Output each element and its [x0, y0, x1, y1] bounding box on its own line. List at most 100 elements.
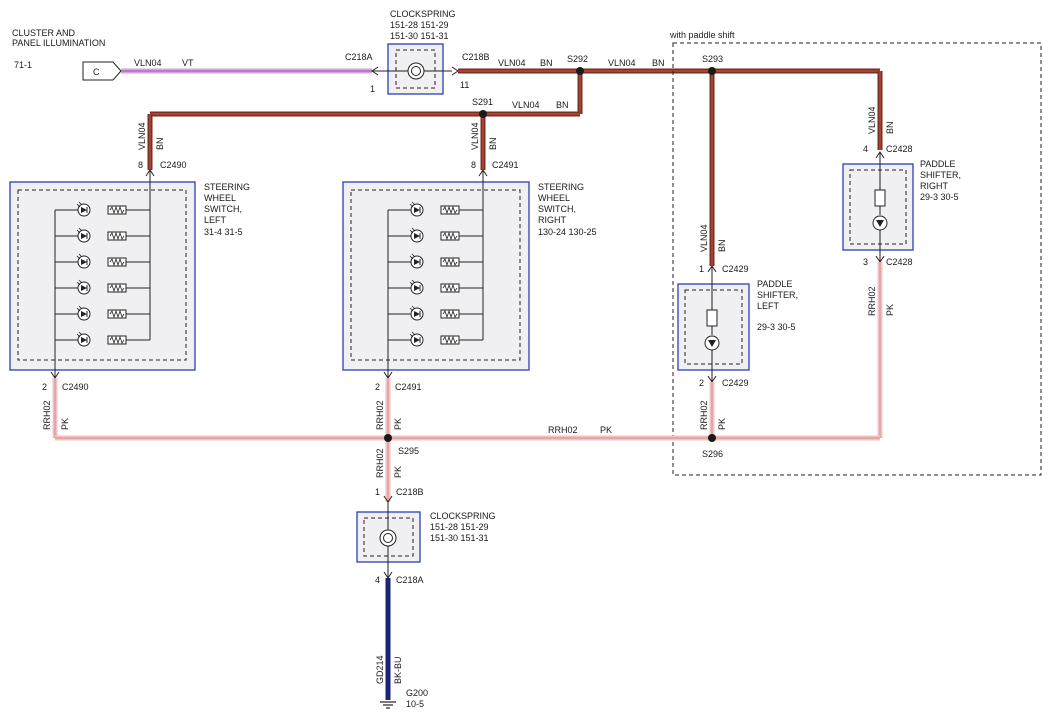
wire-label-circuit: RRH02: [375, 400, 385, 430]
wire-label-circuit: VLN04: [137, 122, 147, 150]
switch-right-title2: WHEEL: [538, 193, 570, 203]
paddle-shift-option-boundary: [672, 42, 1042, 476]
wire-label-circuit: RRH02: [375, 448, 385, 478]
clockspring-bottom-pin-out: 4: [375, 575, 380, 585]
cluster-ref: 71-1: [14, 60, 32, 70]
splice-s295-label: S295: [398, 446, 419, 456]
clockspring-bottom-refs1: 151-28 151-29: [430, 522, 489, 532]
clockspring-top-pin-b: 11: [460, 80, 469, 90]
splice-s292-label: S292: [567, 54, 588, 64]
wire-label-circuit: VLN04: [699, 224, 709, 252]
wire-label-color: BN: [540, 58, 553, 68]
splice-s293-label: S293: [702, 54, 723, 64]
splice-s293: [708, 67, 716, 75]
wire-label-circuit: RRH02: [42, 400, 52, 430]
wire-vln04-vt-color: VT: [182, 58, 194, 68]
wire-label-circuit: RRH02: [699, 400, 709, 430]
wire-label-circuit: VLN04: [867, 106, 877, 134]
switch-right-title3: SWITCH,: [538, 204, 576, 214]
steering-wheel-switch-left: 8 C2490 STEERING WHEEL SWITCH, LEFT 31-4…: [9, 160, 250, 392]
splice-s295: [384, 434, 392, 442]
switch-right-title1: STEERING: [538, 182, 584, 192]
ground-icon: [380, 701, 396, 709]
wire-label-color: BN: [885, 121, 895, 134]
wire-label-color: BN: [488, 137, 498, 150]
clockspring-bottom-conn-out: C218A: [396, 575, 424, 585]
paddle-left-title2: SHIFTER,: [757, 290, 798, 300]
resistor-icon: [874, 189, 886, 207]
wire-label-circuit: GD214: [375, 655, 385, 684]
clockspring-top: CLOCKSPRING 151-28 151-29 151-30 151-31 …: [345, 9, 490, 95]
switch-left-title2: WHEEL: [204, 193, 236, 203]
paddle-right-title2: SHIFTER,: [920, 170, 961, 180]
switch-left-title4: LEFT: [204, 215, 227, 225]
switch-left-pin-bottom: 2: [42, 382, 47, 392]
cluster-title-line1: CLUSTER AND: [12, 28, 76, 38]
paddle-left-conn-top: C2429: [722, 264, 749, 274]
connector-arrow-icon: [451, 66, 459, 76]
paddle-right-title1: PADDLE: [920, 159, 955, 169]
paddle-left-box: [677, 283, 750, 371]
switch-right-pin-bottom: 2: [375, 382, 380, 392]
paddle-right-conn-top: C2428: [886, 144, 913, 154]
splice-s291-label: S291: [472, 97, 493, 107]
clockspring-bottom-title: CLOCKSPRING: [430, 511, 496, 521]
wire-label-color: PK: [717, 418, 727, 430]
splice-s296: [708, 434, 716, 442]
switch-right-box: [342, 181, 530, 371]
clockspring-top-coil-icon: [407, 62, 425, 80]
wire-vln04-vt-circuit: VLN04: [134, 58, 162, 68]
clockspring-top-conn-b: C218B: [462, 52, 490, 62]
paddle-left-pin-bottom: 2: [699, 378, 704, 388]
wire-label-color: PK: [600, 425, 612, 435]
paddle-right-title3: RIGHT: [920, 181, 949, 191]
paddle-left-title1: PADDLE: [757, 279, 792, 289]
clockspring-top-conn-a: C218A: [345, 52, 373, 62]
splice-s291: [479, 110, 487, 118]
switch-left-pin-top: 8: [138, 160, 143, 170]
wire-label-circuit: VLN04: [470, 122, 480, 150]
connector-c-letter: C: [93, 67, 100, 77]
wire-label-color: BK-BU: [393, 656, 403, 684]
switch-left-refs: 31-4 31-5: [204, 227, 243, 237]
switch-right-title4: RIGHT: [538, 215, 567, 225]
wire-label-color: PK: [885, 304, 895, 316]
wire-label-color: BN: [155, 137, 165, 150]
switch-right-conn-top: C2491: [492, 160, 519, 170]
clockspring-bottom-coil-icon: [379, 529, 397, 547]
wire-label-circuit: RRH02: [548, 425, 578, 435]
splice-s296-label: S296: [702, 449, 723, 459]
ground-label: G200: [406, 688, 428, 698]
clockspring-bottom-refs2: 151-30 151-31: [430, 533, 489, 543]
wire-label-color: PK: [393, 418, 403, 430]
paddle-left-pin-top: 1: [699, 264, 704, 274]
splice-s292: [576, 67, 584, 75]
paddle-right-box: [842, 163, 914, 251]
paddle-left-title3: LEFT: [757, 301, 780, 311]
cluster-title-line2: PANEL ILLUMINATION: [12, 38, 105, 48]
cluster-panel-illumination: CLUSTER AND PANEL ILLUMINATION 71-1 C: [12, 28, 122, 81]
connector-c-flag: [82, 61, 122, 81]
clockspring-bottom-pin-in: 1: [375, 487, 380, 497]
clockspring-bottom: 1 C218B CLOCKSPRING 151-28 151-29 151-30…: [356, 487, 496, 585]
wire-label-color: BN: [556, 100, 569, 110]
paddle-shifter-left: 1 C2429 PADDLE SHIFTER, LEFT 29-3 30-5 2…: [677, 264, 798, 388]
wire-label-circuit: VLN04: [498, 58, 526, 68]
steering-wheel-switch-right: 8 C2491 STEERING WHEEL SWITCH, RIGHT 130…: [342, 160, 597, 392]
switch-right-refs: 130-24 130-25: [538, 227, 597, 237]
paddle-shifter-right: 4 C2428 PADDLE SHIFTER, RIGHT 29-3 30-5 …: [842, 144, 961, 267]
wire-label-color: BN: [717, 239, 727, 252]
paddle-right-pin-top: 4: [863, 144, 868, 154]
paddle-shift-option-label: with paddle shift: [669, 30, 735, 40]
paddle-right-pin-bottom: 3: [863, 257, 868, 267]
wire-label-color: BN: [652, 58, 665, 68]
switch-left-title3: SWITCH,: [204, 204, 242, 214]
wire-label-circuit: VLN04: [512, 100, 540, 110]
wire-label-circuit: RRH02: [867, 286, 877, 316]
clockspring-top-refs1: 151-28 151-29: [390, 20, 449, 30]
resistor-icon: [706, 309, 718, 327]
switch-right-conn-bottom: C2491: [395, 382, 422, 392]
wire-label-color: PK: [60, 418, 70, 430]
clockspring-top-title: CLOCKSPRING: [390, 9, 456, 19]
